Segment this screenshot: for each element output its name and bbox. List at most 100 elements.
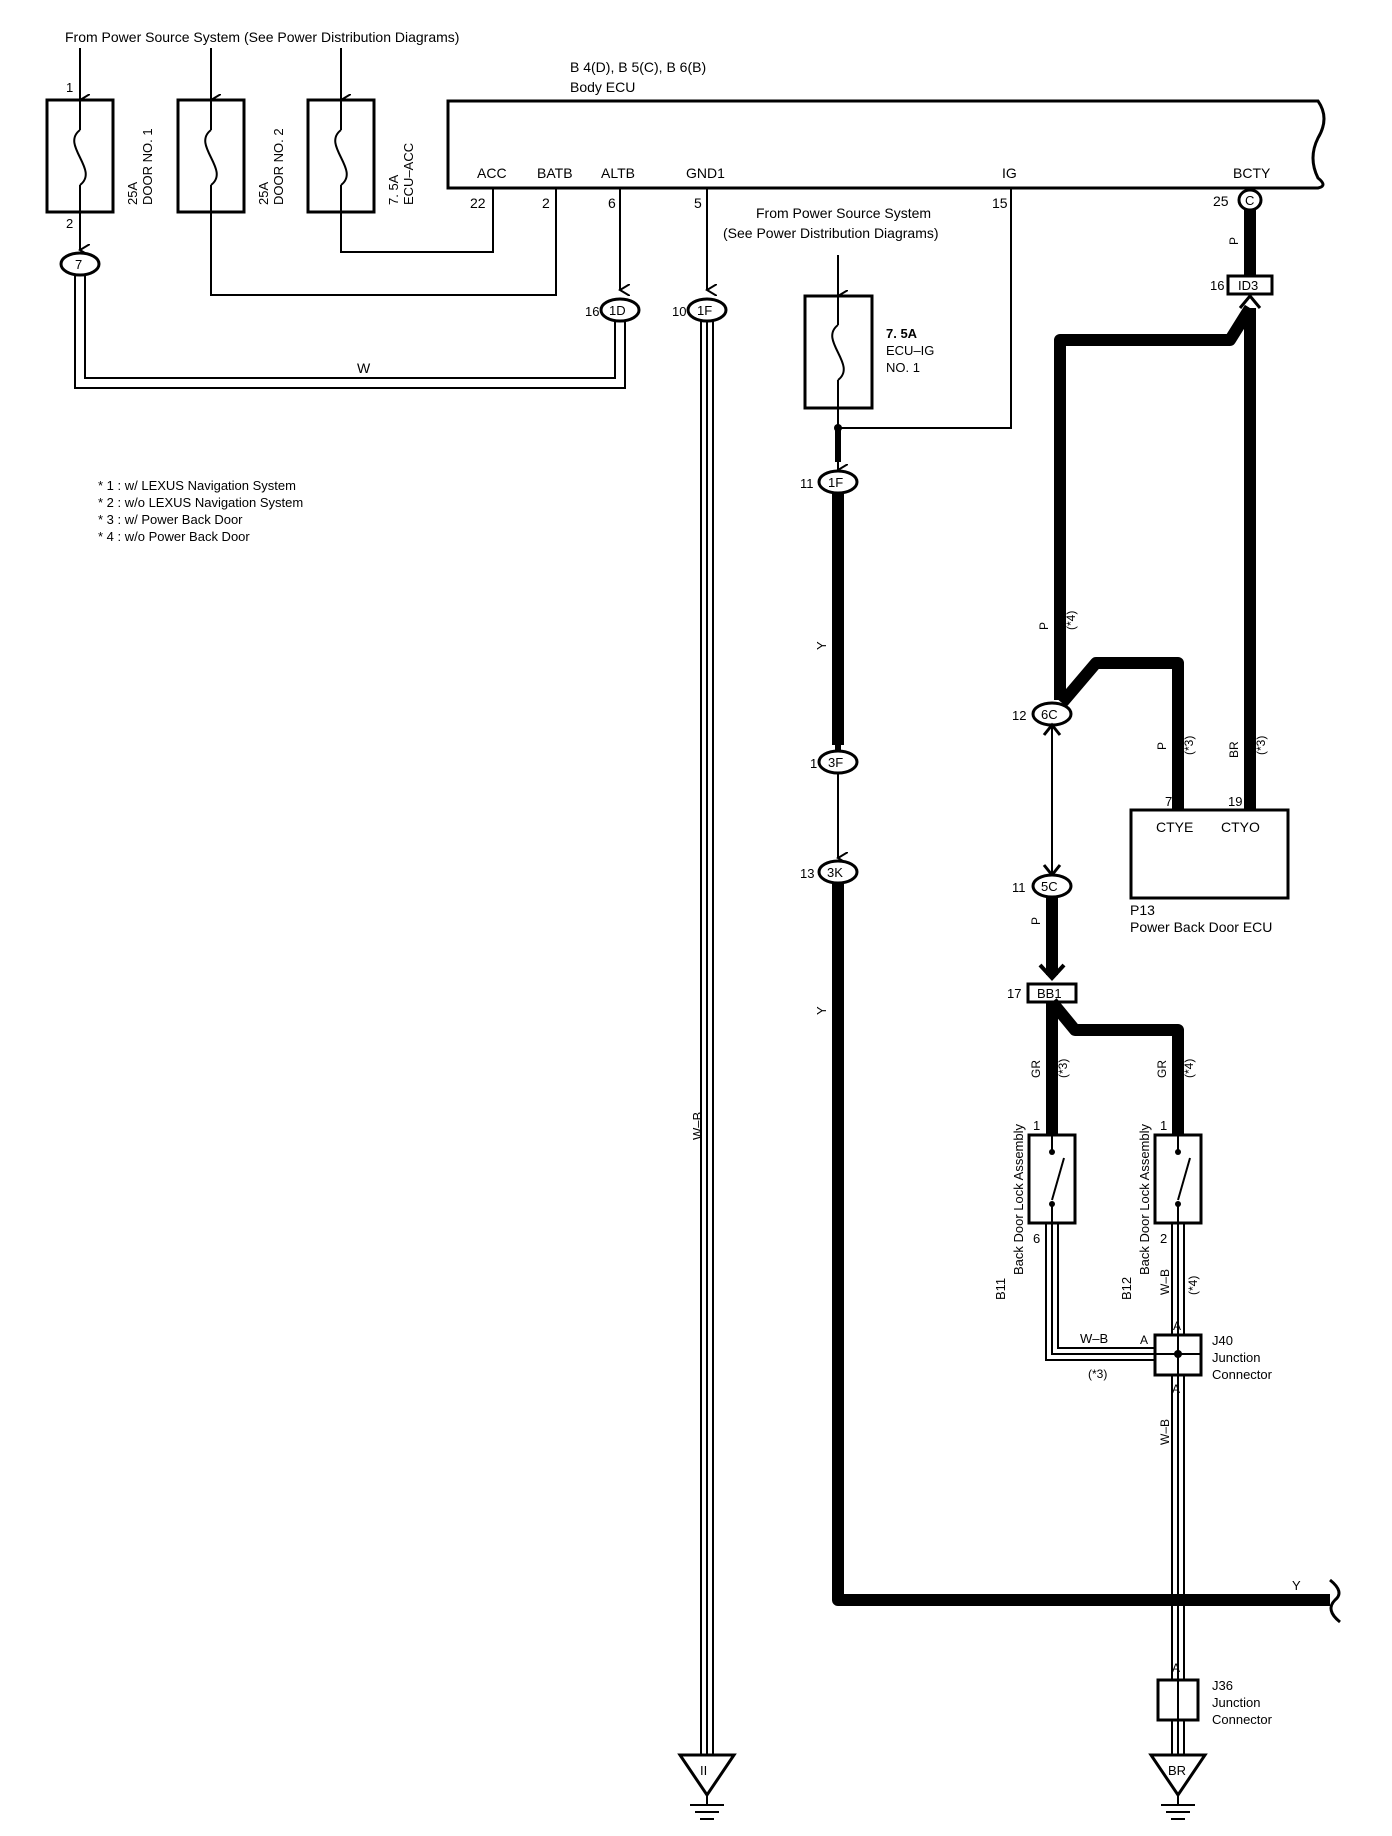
p13-ctye: CTYE bbox=[1156, 819, 1193, 835]
num-16-id3: 16 bbox=[1210, 278, 1224, 293]
num-b12-1: 1 bbox=[1160, 1118, 1167, 1133]
pin-ig-num: 15 bbox=[992, 195, 1008, 211]
wire-gr3-note: (*3) bbox=[1056, 1059, 1070, 1078]
wire-p3-note: (*3) bbox=[1182, 736, 1196, 755]
wire-y1-label: Y bbox=[814, 641, 829, 650]
b11-name: Back Door Lock Assembly bbox=[1011, 1123, 1026, 1275]
ground-right-label: BR bbox=[1168, 1763, 1186, 1778]
wire-p3: P bbox=[1155, 742, 1169, 750]
wire-wb-b12-note: (*4) bbox=[1186, 1276, 1200, 1295]
p13-ctyo: CTYO bbox=[1221, 819, 1260, 835]
pin-acc-name: ACC bbox=[477, 165, 507, 181]
connector-3k-label: 3K bbox=[827, 865, 843, 880]
connector-1f-label: 1F bbox=[828, 475, 843, 490]
p13-name: Power Back Door ECU bbox=[1130, 919, 1272, 935]
connector-bb1-label: BB1 bbox=[1037, 986, 1062, 1001]
wire-gr4-note: (*4) bbox=[1182, 1059, 1196, 1078]
num-10-1f: 10 bbox=[672, 304, 686, 319]
connector-1f-top-label: 1F bbox=[697, 303, 712, 318]
wire-wb-j40: W–B bbox=[1080, 1331, 1108, 1346]
fuse-ecu-acc-amp: 7. 5A bbox=[386, 174, 401, 205]
connector-3f-label: 3F bbox=[828, 755, 843, 770]
fuse-door2-name: DOOR NO. 2 bbox=[271, 128, 286, 205]
pin-gnd1-num: 5 bbox=[694, 195, 702, 211]
connector-5c-label: 5C bbox=[1041, 879, 1058, 894]
b12-name: Back Door Lock Assembly bbox=[1137, 1123, 1152, 1275]
j36-a: A bbox=[1172, 1661, 1180, 1675]
fuse-ecu-ig-line3: NO. 1 bbox=[886, 360, 920, 375]
j40-id: J40 bbox=[1212, 1333, 1233, 1348]
pin-gnd1-name: GND1 bbox=[686, 165, 725, 181]
j40-a2: A bbox=[1140, 1333, 1148, 1347]
j36-line3: Connector bbox=[1212, 1712, 1273, 1727]
wire-wb-j40-down: W–B bbox=[1158, 1419, 1172, 1445]
num-b11-6: 6 bbox=[1033, 1231, 1040, 1246]
fuse-door1-name: DOOR NO. 1 bbox=[140, 128, 155, 205]
source-note-2-line1: From Power Source System bbox=[756, 205, 931, 221]
fuse1-out-num: 2 bbox=[66, 216, 73, 231]
body-ecu-ids: B 4(D), B 5(C), B 6(B) bbox=[570, 59, 706, 75]
wire-p-5c: P bbox=[1029, 917, 1043, 925]
wire-p-bcty: P bbox=[1227, 237, 1241, 245]
j40-a1: A bbox=[1173, 1319, 1181, 1333]
note-2: * 2 : w/o LEXUS Navigation System bbox=[98, 495, 303, 510]
note-1: * 1 : w/ LEXUS Navigation System bbox=[98, 478, 296, 493]
wire-p4-note: (*4) bbox=[1064, 611, 1078, 630]
bcty-connector-label: C bbox=[1245, 193, 1254, 208]
wire-gr4: GR bbox=[1155, 1060, 1169, 1078]
b11-id: B11 bbox=[993, 1278, 1008, 1300]
num-1-3f: 1 bbox=[810, 756, 817, 771]
fuse-ecu-acc-name: ECU–ACC bbox=[401, 143, 416, 205]
pin-altb-name: ALTB bbox=[601, 165, 635, 181]
j36-id: J36 bbox=[1212, 1678, 1233, 1693]
fuse-ecu-ig-line2: ECU–IG bbox=[886, 343, 934, 358]
num-12-6c: 12 bbox=[1012, 708, 1026, 723]
num-11-1f: 11 bbox=[800, 476, 814, 491]
wire-br3-note: (*3) bbox=[1254, 736, 1268, 755]
pin-acc-num: 22 bbox=[470, 195, 486, 211]
j36-line2: Junction bbox=[1212, 1695, 1260, 1710]
wire-gr3: GR bbox=[1029, 1060, 1043, 1078]
num-13-3k: 13 bbox=[800, 866, 814, 881]
wire-y3-label: Y bbox=[1292, 1578, 1301, 1593]
ground-left-label: II bbox=[700, 1763, 707, 1778]
body-ecu-name: Body ECU bbox=[570, 79, 635, 95]
connector-1d-label: 1D bbox=[609, 303, 626, 318]
pin-altb-num: 6 bbox=[608, 195, 616, 211]
num-16-1d: 16 bbox=[585, 304, 599, 319]
wire-wb-b12: W–B bbox=[1158, 1269, 1172, 1295]
fuse-door1-amp: 25A bbox=[125, 182, 140, 205]
fuse1-in-num: 1 bbox=[66, 80, 73, 95]
fuse-ecu-ig-amp: 7. 5A bbox=[886, 326, 918, 341]
source-note-2-line2: (See Power Distribution Diagrams) bbox=[723, 225, 939, 241]
num-b11-1: 1 bbox=[1033, 1118, 1040, 1133]
p13-id: P13 bbox=[1130, 902, 1155, 918]
wire-br3: BR bbox=[1227, 741, 1241, 758]
wire-wb-left-label: W–B bbox=[690, 1112, 705, 1140]
num-b12-2: 2 bbox=[1160, 1231, 1167, 1246]
pin-ig-name: IG bbox=[1002, 165, 1017, 181]
num-17-bb1: 17 bbox=[1007, 986, 1021, 1001]
ground-right bbox=[1148, 1753, 1208, 1798]
num-11-5c: 11 bbox=[1012, 880, 1026, 895]
wire-p4-top: P bbox=[1037, 622, 1051, 630]
connector-7-label: 7 bbox=[75, 257, 82, 272]
pin-batb-name: BATB bbox=[537, 165, 573, 181]
ground-left bbox=[677, 1753, 737, 1798]
num-19-ctyo: 19 bbox=[1228, 794, 1242, 809]
note-4: * 4 : w/o Power Back Door bbox=[98, 529, 250, 544]
j40-line2: Junction bbox=[1212, 1350, 1260, 1365]
num-7-ctye: 7 bbox=[1165, 794, 1172, 809]
wire-wb-j40-note: (*3) bbox=[1088, 1367, 1107, 1381]
connector-1d bbox=[599, 297, 641, 323]
wire-w-label: W bbox=[357, 360, 371, 376]
pin-bcty-num: 25 bbox=[1213, 193, 1229, 209]
body-ecu-box bbox=[446, 99, 1326, 190]
wire-y2-label: Y bbox=[814, 1006, 829, 1015]
connector-id3-label: ID3 bbox=[1238, 278, 1258, 293]
b12-id: B12 bbox=[1119, 1277, 1134, 1300]
pin-batb-num: 2 bbox=[542, 195, 550, 211]
p13-box bbox=[1129, 808, 1290, 900]
connector-7 bbox=[59, 251, 101, 277]
